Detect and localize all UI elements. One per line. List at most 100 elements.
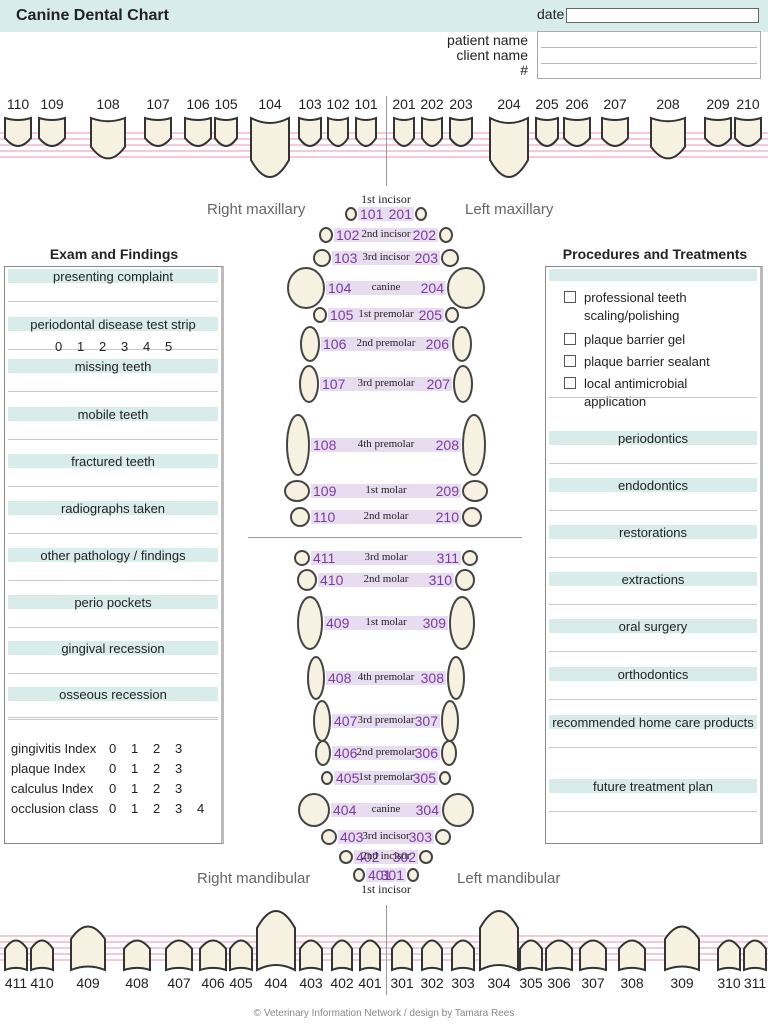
lower-tooth-406[interactable] xyxy=(198,930,228,972)
upper-tooth-204[interactable] xyxy=(488,116,530,196)
index-scale-value[interactable]: 0 xyxy=(109,741,117,756)
exam-row-entry[interactable] xyxy=(8,301,218,302)
index-scale-value[interactable]: 3 xyxy=(175,781,183,796)
arch-tooth-405[interactable] xyxy=(321,771,333,785)
strip-scale-value[interactable]: 4 xyxy=(143,339,151,354)
exam-row-entry[interactable] xyxy=(8,391,218,392)
lower-tooth-401[interactable] xyxy=(358,930,382,972)
index-scale-value[interactable]: 0 xyxy=(109,801,117,816)
procedure-row-entry[interactable] xyxy=(549,604,757,605)
arch-tooth-105[interactable] xyxy=(313,307,327,323)
arch-tooth-209[interactable] xyxy=(462,480,488,502)
exam-row-entry[interactable] xyxy=(8,349,218,350)
arch-tooth-306[interactable] xyxy=(441,740,457,766)
strip-scale-value[interactable]: 1 xyxy=(77,339,85,354)
arch-tooth-403[interactable] xyxy=(321,829,337,845)
upper-tooth-106[interactable] xyxy=(183,116,213,156)
arch-tooth-411[interactable] xyxy=(294,550,310,566)
index-scale-value[interactable]: 1 xyxy=(131,801,139,816)
procedure-row-entry[interactable] xyxy=(549,699,757,700)
exam-row-entry[interactable] xyxy=(8,533,218,534)
upper-tooth-105[interactable] xyxy=(213,116,239,156)
index-scale-value[interactable]: 2 xyxy=(153,741,161,756)
arch-tooth-402[interactable] xyxy=(339,850,353,864)
index-scale-value[interactable]: 1 xyxy=(131,741,139,756)
upper-tooth-108[interactable] xyxy=(89,116,127,172)
strip-scale-value[interactable]: 3 xyxy=(121,339,129,354)
strip-scale-value[interactable]: 5 xyxy=(165,339,173,354)
exam-row-entry[interactable] xyxy=(8,673,218,674)
upper-tooth-201[interactable] xyxy=(392,116,416,156)
arch-tooth-110[interactable] xyxy=(290,507,310,527)
arch-tooth-410[interactable] xyxy=(297,569,317,591)
index-scale-value[interactable]: 2 xyxy=(153,761,161,776)
arch-tooth-409[interactable] xyxy=(297,596,323,650)
upper-tooth-110[interactable] xyxy=(3,116,33,156)
date-field[interactable] xyxy=(566,8,759,23)
arch-tooth-308[interactable] xyxy=(447,656,465,700)
upper-tooth-206[interactable] xyxy=(562,116,592,156)
arch-tooth-102[interactable] xyxy=(319,227,333,243)
arch-tooth-404[interactable] xyxy=(298,793,330,827)
procedure-row-entry[interactable] xyxy=(549,651,757,652)
arch-tooth-104[interactable] xyxy=(287,267,325,309)
procedure-checkbox[interactable] xyxy=(564,333,576,345)
lower-tooth-308[interactable] xyxy=(617,930,647,972)
arch-tooth-206[interactable] xyxy=(452,326,472,362)
arch-tooth-303[interactable] xyxy=(435,829,451,845)
lower-tooth-403[interactable] xyxy=(298,930,324,972)
lower-tooth-405[interactable] xyxy=(228,930,254,972)
index-scale-value[interactable]: 2 xyxy=(153,801,161,816)
arch-tooth-202[interactable] xyxy=(439,227,453,243)
exam-row-entry[interactable] xyxy=(8,719,218,720)
arch-tooth-201[interactable] xyxy=(415,207,427,221)
patient-info-box[interactable] xyxy=(537,31,761,79)
arch-tooth-203[interactable] xyxy=(441,249,459,267)
lower-tooth-306[interactable] xyxy=(544,930,574,972)
arch-tooth-310[interactable] xyxy=(455,569,475,591)
lower-tooth-411[interactable] xyxy=(3,930,29,972)
index-scale-value[interactable]: 3 xyxy=(175,801,183,816)
procedure-row-entry[interactable] xyxy=(549,811,757,812)
upper-tooth-102[interactable] xyxy=(326,116,350,156)
arch-tooth-106[interactable] xyxy=(300,326,320,362)
upper-tooth-104[interactable] xyxy=(249,116,291,196)
index-scale-value[interactable]: 3 xyxy=(175,741,183,756)
index-scale-value[interactable]: 1 xyxy=(131,761,139,776)
upper-tooth-208[interactable] xyxy=(649,116,687,172)
arch-tooth-101[interactable] xyxy=(345,207,357,221)
strip-scale-value[interactable]: 0 xyxy=(55,339,63,354)
exam-row-entry[interactable] xyxy=(8,580,218,581)
lower-tooth-307[interactable] xyxy=(578,930,608,972)
upper-tooth-202[interactable] xyxy=(420,116,444,156)
index-scale-value[interactable]: 2 xyxy=(153,781,161,796)
lower-tooth-309[interactable] xyxy=(663,912,701,972)
index-scale-value[interactable]: 4 xyxy=(197,801,205,816)
lower-tooth-408[interactable] xyxy=(122,930,152,972)
lower-tooth-404[interactable] xyxy=(255,892,297,972)
arch-tooth-103[interactable] xyxy=(313,249,331,267)
arch-tooth-407[interactable] xyxy=(313,700,331,742)
arch-tooth-401[interactable] xyxy=(353,868,365,882)
arch-tooth-408[interactable] xyxy=(307,656,325,700)
procedure-row-entry[interactable] xyxy=(549,510,757,511)
arch-tooth-311[interactable] xyxy=(462,550,478,566)
index-scale-value[interactable]: 0 xyxy=(109,761,117,776)
upper-tooth-210[interactable] xyxy=(733,116,763,156)
arch-tooth-210[interactable] xyxy=(462,507,482,527)
strip-scale-value[interactable]: 2 xyxy=(99,339,107,354)
procedure-checkbox[interactable] xyxy=(564,291,576,303)
lower-tooth-311[interactable] xyxy=(742,930,768,972)
exam-row-entry[interactable] xyxy=(8,627,218,628)
index-scale-value[interactable]: 1 xyxy=(131,781,139,796)
arch-tooth-109[interactable] xyxy=(284,480,310,502)
upper-tooth-101[interactable] xyxy=(354,116,378,156)
arch-tooth-205[interactable] xyxy=(445,307,459,323)
arch-tooth-304[interactable] xyxy=(442,793,474,827)
upper-tooth-209[interactable] xyxy=(703,116,733,156)
lower-tooth-304[interactable] xyxy=(478,892,520,972)
lower-tooth-402[interactable] xyxy=(330,930,354,972)
upper-tooth-107[interactable] xyxy=(143,116,173,156)
index-scale-value[interactable]: 0 xyxy=(109,781,117,796)
exam-row-entry[interactable] xyxy=(8,439,218,440)
